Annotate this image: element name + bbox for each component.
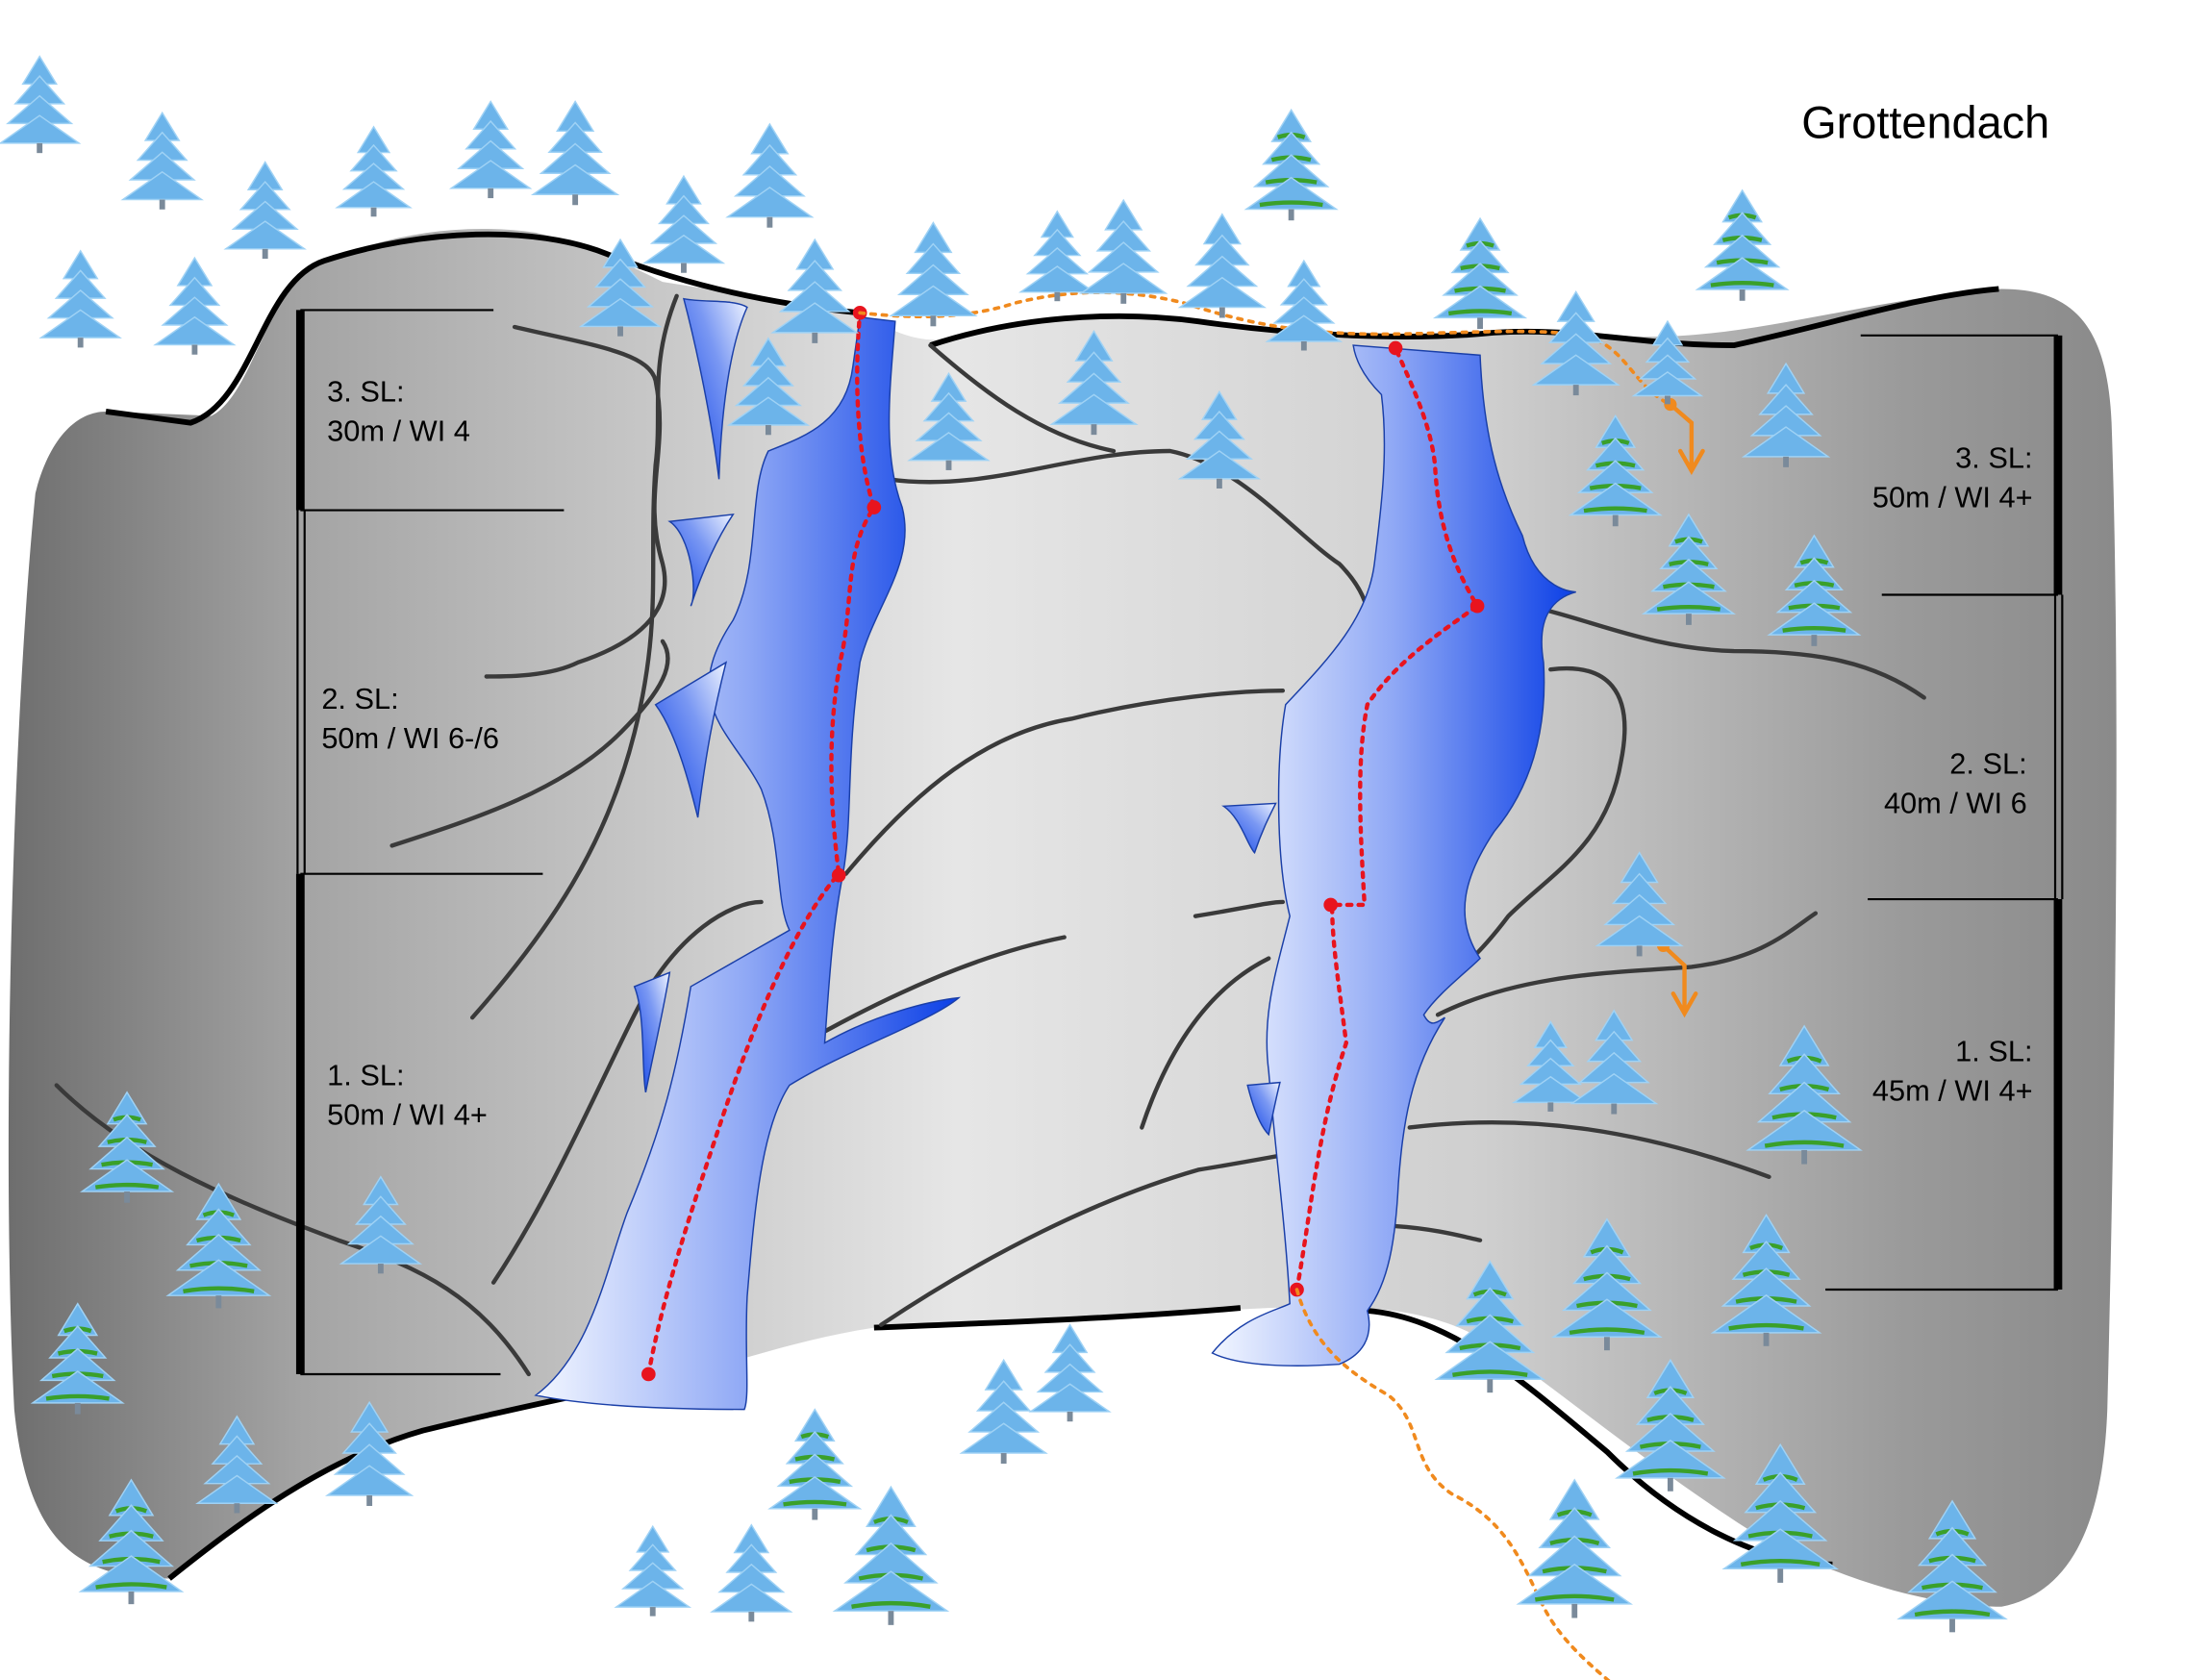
pitch-2-name: 2. SL: xyxy=(321,682,398,715)
tree-icon xyxy=(907,371,991,470)
tree-icon xyxy=(1432,216,1528,330)
belay-station xyxy=(1388,340,1403,356)
tree-icon xyxy=(1177,390,1262,489)
tree-icon xyxy=(1641,513,1737,625)
tree-icon xyxy=(335,125,413,217)
tree-icon xyxy=(1516,1478,1634,1618)
tree-icon xyxy=(30,1302,125,1415)
tree-icon xyxy=(1265,259,1344,351)
right-pitch-scale xyxy=(1825,334,2064,1291)
belay-station xyxy=(831,867,846,883)
rock-top-outline xyxy=(105,231,1999,426)
tree-icon xyxy=(1767,534,1862,646)
tree-icon xyxy=(614,1524,692,1617)
topo-title: Grottendach xyxy=(1801,98,2049,148)
tree-icon xyxy=(726,337,811,436)
pitch-3-name: 3. SL: xyxy=(1955,441,2032,475)
tree-icon xyxy=(641,174,726,273)
belay-station xyxy=(866,500,882,514)
tree-icon xyxy=(710,1523,793,1622)
tree-icon xyxy=(78,1478,185,1605)
tree-icon xyxy=(1631,319,1704,405)
left-icefall xyxy=(534,297,962,1411)
tree-icon xyxy=(1745,1024,1863,1165)
approach-trail xyxy=(1294,1288,1611,1680)
pitch-1-detail: 45m / WI 4+ xyxy=(1872,1074,2033,1108)
tree-icon xyxy=(578,238,663,337)
left-pitch-scale xyxy=(295,309,565,1376)
tree-icon xyxy=(1568,414,1663,527)
tree-icon xyxy=(448,100,533,199)
tree-icon xyxy=(959,1358,1048,1465)
descent-paths xyxy=(858,290,1705,1680)
tree-icon xyxy=(1695,188,1790,301)
tree-icon xyxy=(324,1400,414,1506)
belay-station xyxy=(641,1367,656,1382)
tree-icon xyxy=(770,238,860,343)
descent-arrow xyxy=(1668,402,1705,475)
tree-icon xyxy=(153,256,237,355)
tree-icon xyxy=(1049,330,1139,436)
right-route-line xyxy=(1290,340,1485,1297)
tree-icon xyxy=(1177,213,1268,318)
pitch-2-detail: 40m / WI 6 xyxy=(1884,787,2027,820)
tree-icon xyxy=(1721,1442,1840,1583)
tree-icon xyxy=(1595,851,1684,957)
pitch-3-detail: 30m / WI 4 xyxy=(327,414,470,448)
tree-icon xyxy=(832,1485,950,1625)
belay-station xyxy=(1323,897,1339,913)
pitch-1-name: 1. SL: xyxy=(327,1059,404,1092)
tree-icon xyxy=(195,1415,279,1514)
tree-icon xyxy=(1018,210,1096,302)
tree-icon xyxy=(165,1182,272,1309)
right-pitch-labels: 3. SL: 50m / WI 4+ 2. SL: 40m / WI 6 1. … xyxy=(1872,441,2033,1108)
tree-icon xyxy=(1243,108,1339,221)
tree-icon xyxy=(0,55,82,154)
tree-icon xyxy=(1434,1260,1546,1393)
tree-icon xyxy=(1896,1499,2008,1633)
tree-icon xyxy=(1511,1020,1590,1112)
pitch-3-name: 3. SL: xyxy=(327,375,404,409)
tree-icon xyxy=(1531,289,1620,396)
pitch-1-detail: 50m / WI 4+ xyxy=(327,1098,488,1132)
tree-icon xyxy=(725,122,815,228)
tree-icon xyxy=(889,221,978,327)
tree-icon xyxy=(1710,1213,1822,1346)
tree-icon xyxy=(223,161,307,260)
right-icefall xyxy=(1211,344,1576,1367)
tree-icon xyxy=(1570,1009,1659,1115)
tree-icon xyxy=(530,100,620,206)
tree-icon xyxy=(767,1408,863,1520)
pitch-2-name: 2. SL: xyxy=(1949,747,2026,781)
left-pitch-labels: 3. SL: 30m / WI 4 2. SL: 50m / WI 6-/6 1… xyxy=(321,375,499,1132)
tree-icon xyxy=(1028,1323,1112,1422)
rock-face xyxy=(8,228,2117,1607)
tree-icon xyxy=(339,1175,423,1274)
pitch-2-detail: 50m / WI 6-/6 xyxy=(321,721,499,755)
trees xyxy=(0,55,2008,1633)
tree-icon xyxy=(1079,198,1168,304)
tree-icon xyxy=(120,111,204,210)
tree-icon xyxy=(1551,1217,1663,1351)
descent-arrow xyxy=(1661,943,1698,1018)
tree-icon xyxy=(38,249,122,348)
pitch-1-name: 1. SL: xyxy=(1955,1035,2032,1068)
tree-icon xyxy=(1741,362,1831,467)
belay-station xyxy=(1469,598,1485,614)
tree-icon xyxy=(1615,1358,1726,1492)
pitch-3-detail: 50m / WI 4+ xyxy=(1872,481,2033,514)
tree-icon xyxy=(79,1091,175,1203)
